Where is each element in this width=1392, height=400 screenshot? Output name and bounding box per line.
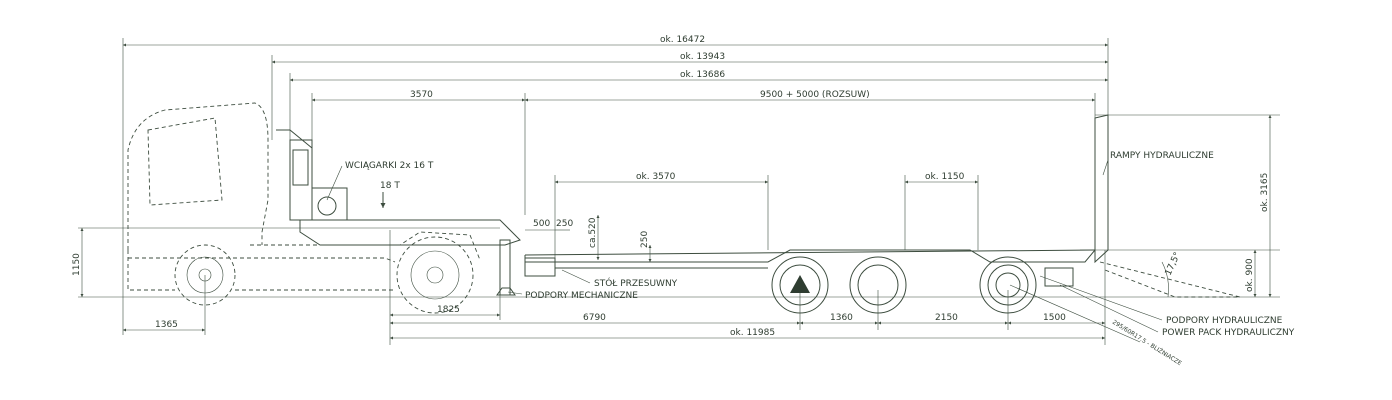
- trailer: [276, 114, 1241, 314]
- label-power-pack: POWER PACK HYDRAULICZNY: [1162, 328, 1295, 338]
- wheel-axle-3: [979, 256, 1037, 314]
- dim-kingpin-axle: 6790: [583, 313, 606, 323]
- tractor-unit: [127, 102, 481, 314]
- dim-250b: 250: [640, 231, 650, 248]
- dim-rear-overhang: 1500: [1043, 313, 1066, 323]
- dim-axle-2-3: 2150: [935, 313, 958, 323]
- dim-deck-section: ok. 3570: [636, 172, 676, 182]
- dim-front-overhang: 1365: [155, 320, 178, 330]
- dim-extension: 9500 + 5000 (ROZSUW): [760, 90, 870, 100]
- dim-length-3: ok. 13686: [680, 70, 725, 80]
- dim-overall-length: ok. 16472: [660, 35, 705, 45]
- dimension-lines: [80, 43, 1272, 340]
- dim-500: 500: [533, 219, 550, 229]
- dimension-labels: ok. 16472 ok. 13943 ok. 13686 3570 9500 …: [72, 35, 1270, 338]
- dim-front-height: 1150: [72, 253, 82, 276]
- label-ramps: RAMPY HYDRAULICZNE: [1110, 151, 1214, 161]
- dim-length-2: ok. 13943: [680, 52, 725, 62]
- dim-total-height: ok. 3165: [1260, 173, 1270, 212]
- dim-gooseneck: 3570: [410, 90, 433, 100]
- dim-axle-1-2: 1360: [830, 313, 853, 323]
- dim-trailer-length: ok. 11985: [730, 328, 775, 338]
- dim-ca520: ca.520: [588, 217, 598, 248]
- label-load: 18 T: [380, 181, 400, 191]
- label-winches: WCIĄGARKI 2x 16 T: [345, 161, 434, 171]
- dim-kingpin-support: 1825: [437, 305, 460, 315]
- dim-250a: 250: [556, 219, 573, 229]
- label-hyd-supports: PODPORY HYDRAULICZNE: [1166, 316, 1283, 326]
- wheel-axle-1: [771, 256, 829, 314]
- ground-lines: [78, 114, 1280, 298]
- callout-labels: WCIĄGARKI 2x 16 T 18 T RAMPY HYDRAULICZN…: [345, 151, 1295, 367]
- label-sliding-table: STÓŁ PRZESUWNY: [594, 277, 678, 289]
- wheel-axle-2: [849, 256, 907, 314]
- dim-ramp-angle: 17,5°: [1164, 251, 1183, 277]
- leader-lines: [326, 159, 1163, 343]
- label-mech-supports: PODPORY MECHANICZNE: [525, 291, 638, 301]
- dim-deck-height: ok. 900: [1245, 258, 1255, 292]
- dim-wheel-section: ok. 1150: [925, 172, 965, 182]
